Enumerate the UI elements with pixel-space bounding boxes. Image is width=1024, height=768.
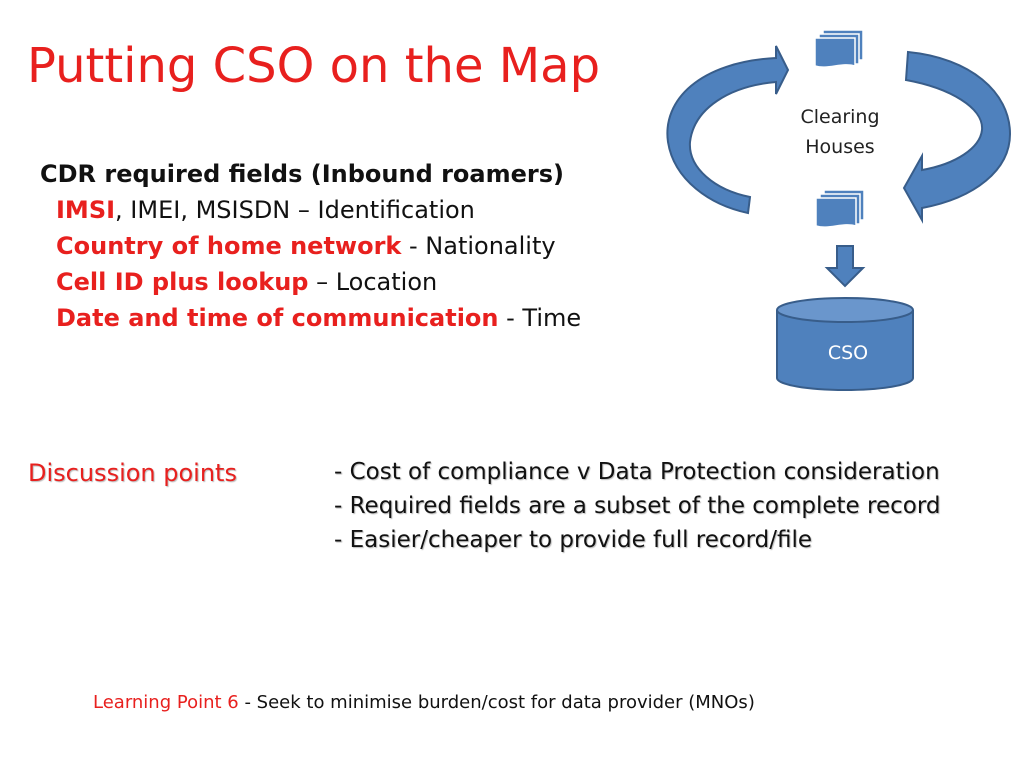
clearing-label-line1: Clearing bbox=[800, 106, 880, 128]
right-circular-arrow bbox=[902, 50, 1012, 224]
clearing-houses-label: Clearing Houses bbox=[780, 102, 900, 162]
field-description: , IMEI, MSISDN – Identification bbox=[115, 196, 475, 224]
field-highlight: Cell ID plus lookup bbox=[56, 268, 309, 296]
cso-database-cylinder bbox=[776, 297, 914, 391]
field-description: – Location bbox=[308, 268, 438, 296]
cdr-fields-heading: CDR required fields (Inbound roamers) bbox=[40, 160, 564, 188]
field-highlight: IMSI bbox=[56, 196, 116, 224]
discussion-points-list: - Cost of compliance v Data Protection c… bbox=[334, 459, 941, 561]
documents-icon-bottom bbox=[815, 189, 865, 228]
slide-title: Putting CSO on the Map bbox=[27, 38, 601, 94]
field-line-location: Cell ID plus lookup – Location bbox=[56, 268, 581, 296]
discussion-item: - Easier/cheaper to provide full record/… bbox=[334, 527, 813, 553]
field-line-identification: IMSI, IMEI, MSISDN – Identification bbox=[56, 196, 581, 224]
documents-icon-top bbox=[814, 30, 864, 68]
clearing-house-diagram: Clearing Houses CSO bbox=[660, 30, 1024, 400]
field-highlight: Country of home network bbox=[56, 232, 402, 260]
discussion-points-label: Discussion points bbox=[28, 459, 237, 487]
diagram-graphic bbox=[666, 30, 1012, 391]
learning-point-text: - Seek to minimise burden/cost for data … bbox=[238, 692, 755, 713]
discussion-item: - Required fields are a subset of the co… bbox=[334, 493, 941, 519]
cso-label: CSO bbox=[827, 342, 869, 364]
field-description: - Nationality bbox=[401, 232, 556, 260]
learning-point-label: Learning Point 6 bbox=[93, 692, 239, 713]
left-circular-arrow bbox=[666, 45, 790, 215]
down-arrow bbox=[824, 245, 866, 288]
field-description: - Time bbox=[498, 304, 582, 332]
field-line-nationality: Country of home network - Nationality bbox=[56, 232, 581, 260]
learning-point: Learning Point 6 - Seek to minimise burd… bbox=[93, 692, 755, 713]
discussion-item: - Cost of compliance v Data Protection c… bbox=[334, 459, 940, 485]
field-highlight: Date and time of communication bbox=[56, 304, 499, 332]
field-line-time: Date and time of communication - Time bbox=[56, 304, 581, 332]
clearing-label-line2: Houses bbox=[805, 136, 875, 158]
cdr-fields-block: CDR required fields (Inbound roamers) IM… bbox=[40, 160, 581, 340]
